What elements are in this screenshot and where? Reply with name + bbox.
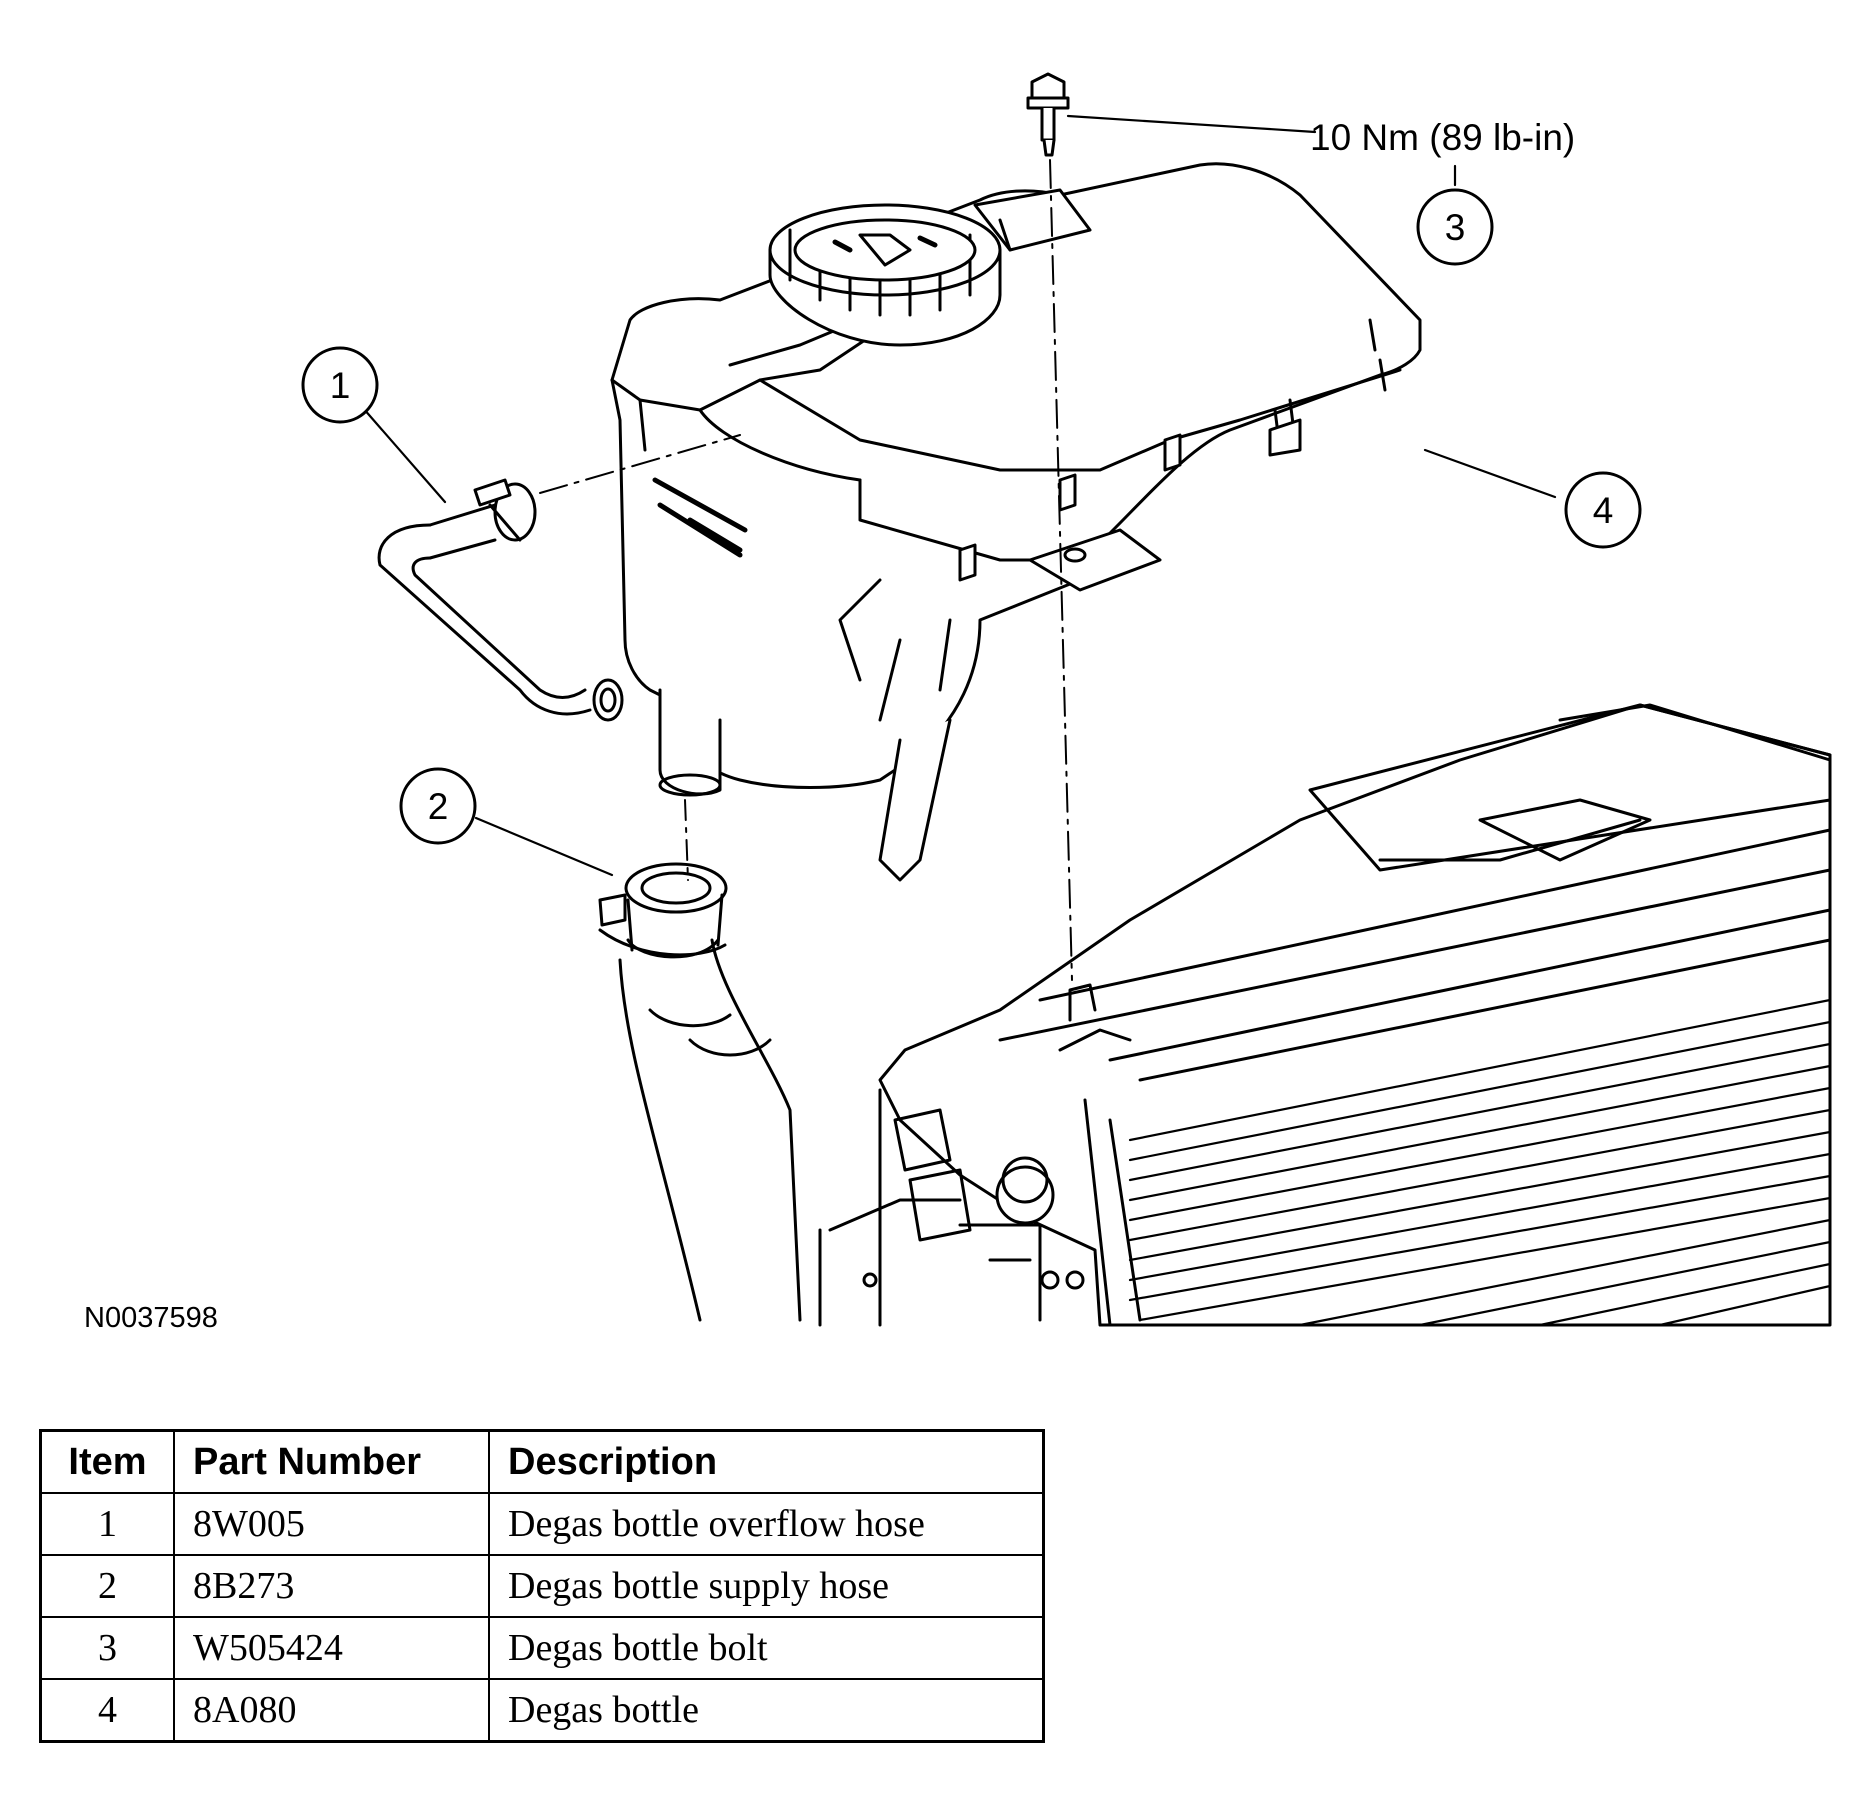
centerlines: [539, 159, 1073, 981]
cell-part-number: 8B273: [173, 1554, 490, 1618]
callout-3: 3: [1416, 188, 1494, 266]
cell-item: 3: [39, 1616, 175, 1680]
cell-description: Degas bottle bolt: [488, 1616, 1045, 1680]
header-description: Description: [488, 1429, 1045, 1494]
cell-description: Degas bottle: [488, 1678, 1045, 1743]
callout-number: 2: [428, 786, 449, 827]
cell-part-number: 8W005: [173, 1492, 490, 1556]
overflow-hose: [377, 478, 624, 722]
supply-hose: [598, 862, 802, 1322]
degas-bottle: [610, 162, 1422, 882]
cell-part-number: 8A080: [173, 1678, 490, 1743]
pressure-cap: [768, 203, 1002, 347]
bolt: [1026, 72, 1070, 157]
parts-legend-table: Item Part Number Description 1 8W005 Deg…: [39, 1429, 1045, 1743]
legend-header-row: Item Part Number Description: [39, 1429, 1045, 1494]
table-row: 2 8B273 Degas bottle supply hose: [39, 1554, 1045, 1618]
callout-number: 3: [1445, 207, 1466, 248]
callout-1: 1: [301, 346, 379, 424]
callout-number: 4: [1593, 490, 1614, 531]
callout-2: 2: [399, 767, 477, 845]
cell-item: 2: [39, 1554, 175, 1618]
cell-description: Degas bottle overflow hose: [488, 1492, 1045, 1556]
table-row: 3 W505424 Degas bottle bolt: [39, 1616, 1045, 1680]
figure-id: N0037598: [84, 1302, 218, 1334]
callout-4: 4: [1564, 471, 1642, 549]
header-item: Item: [39, 1429, 175, 1494]
torque-spec: 10 Nm (89 lb-in): [1310, 117, 1575, 158]
header-part-number: Part Number: [173, 1429, 490, 1494]
cell-item: 4: [39, 1678, 175, 1743]
table-row: 4 8A080 Degas bottle: [39, 1678, 1045, 1743]
callout-number: 1: [330, 365, 351, 406]
table-row: 1 8W005 Degas bottle overflow hose: [39, 1492, 1045, 1556]
leader-lines: [361, 114, 1557, 877]
cell-part-number: W505424: [173, 1616, 490, 1680]
cell-description: Degas bottle supply hose: [488, 1554, 1045, 1618]
exploded-view-illustration: 1 2 3 4 10 Nm (89 lb-in): [301, 72, 1832, 1327]
radiator-assembly: [818, 703, 1832, 1327]
cell-item: 1: [39, 1492, 175, 1556]
